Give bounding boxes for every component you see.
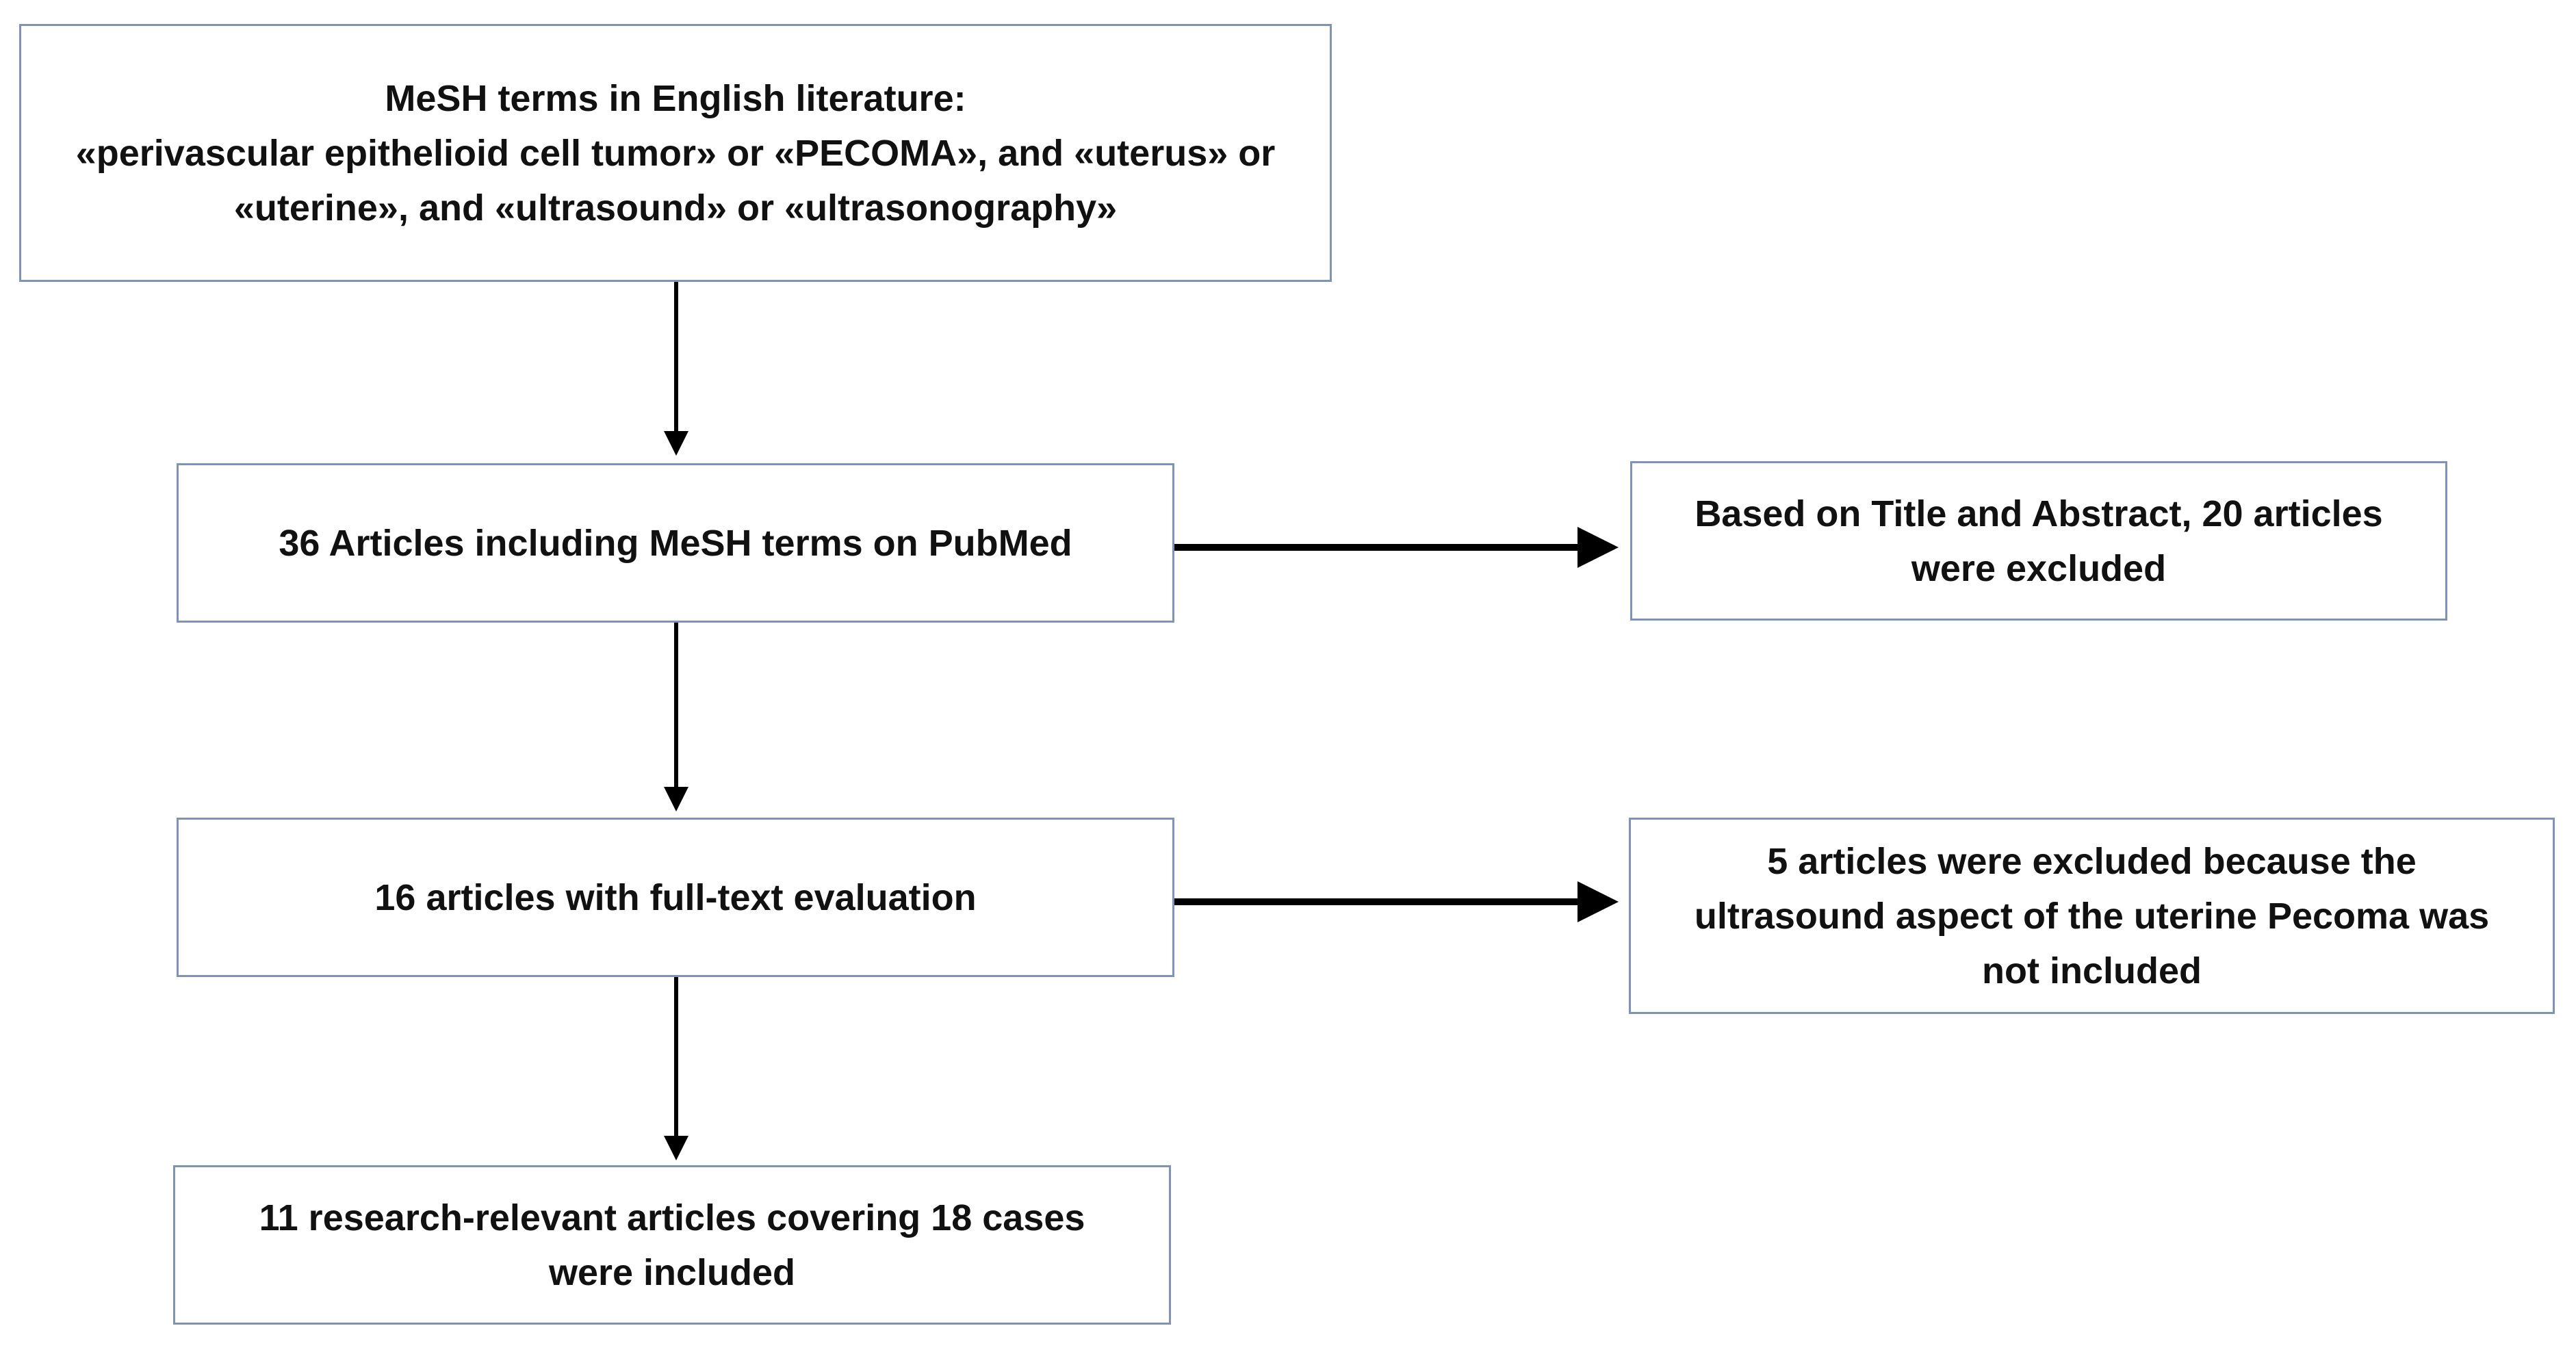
excluded-title-abstract-text: Based on Title and Abstract, 20 articles… [1695,493,2383,589]
full-text-evaluation-box: 16 articles with full-text evaluation [177,818,1174,977]
excluded-title-abstract-box: Based on Title and Abstract, 20 articles… [1630,461,2447,621]
excluded-ultrasound-box: 5 articles were excluded because the ult… [1629,818,2555,1014]
search-terms-text: MeSH terms in English literature: «periv… [75,77,1276,229]
pubmed-articles-box: 36 Articles including MeSH terms on PubM… [177,463,1174,623]
full-text-evaluation-text: 16 articles with full-text evaluation [374,876,977,918]
search-terms-box: MeSH terms in English literature: «periv… [19,24,1332,282]
included-articles-text: 11 research-relevant articles covering 1… [259,1197,1085,1293]
pubmed-articles-text: 36 Articles including MeSH terms on PubM… [279,522,1072,564]
excluded-ultrasound-text: 5 articles were excluded because the ult… [1694,840,2490,991]
included-articles-box: 11 research-relevant articles covering 1… [173,1165,1171,1325]
